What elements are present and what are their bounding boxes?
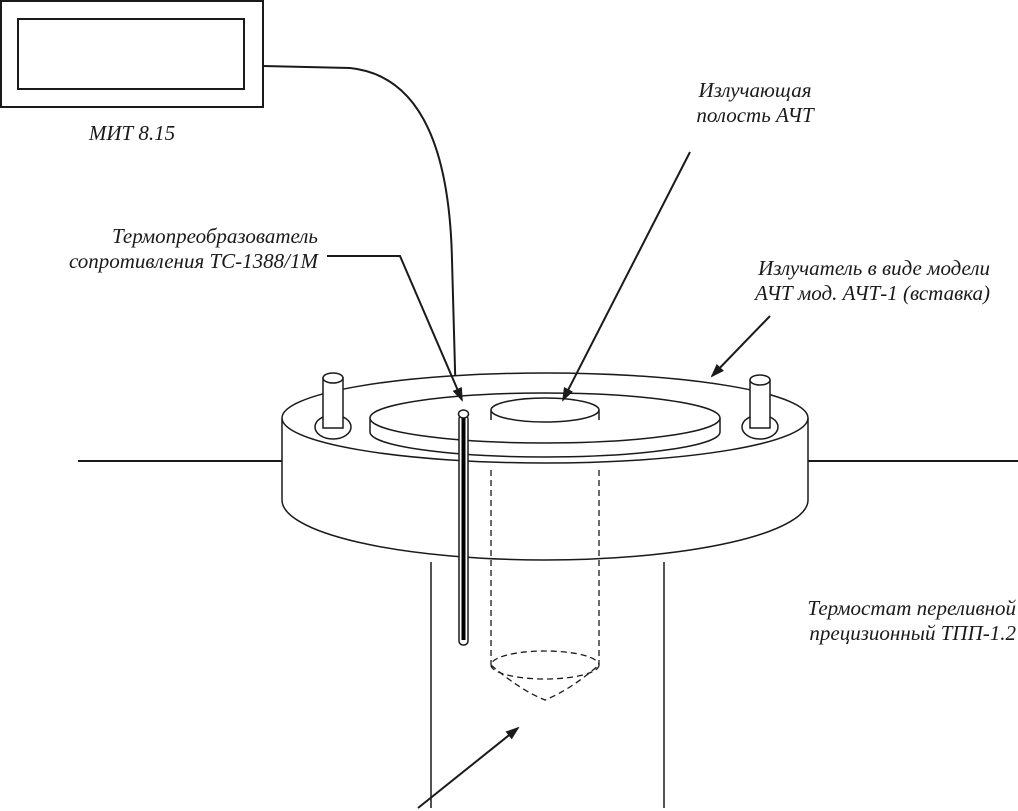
emitter-leader [710,315,771,378]
meter-cable [262,65,457,406]
emitter-label: Излучатель в виде модели АЧТ мод. АЧТ-1 … [754,256,990,305]
leader-lines [327,151,771,809]
cavity-label: Излучающая полость АЧТ [696,78,814,127]
meter-device [0,0,264,108]
radiating-cavity [490,397,600,701]
sensor-leader [327,255,463,402]
bottom-leader [417,726,520,809]
resistance-thermometer-probe [457,409,470,646]
cavity-leader [562,151,691,402]
thermostat-label: Термостат переливной прецизионный ТПП-1.… [807,596,1016,645]
thermostat-well [430,562,665,808]
mounting-pin-right [741,374,779,440]
sensor-label: Термопреобразователь сопротивления ТС-13… [68,224,318,273]
mounting-pin-left [314,372,352,440]
meter-label: МИТ 8.15 [88,121,176,145]
